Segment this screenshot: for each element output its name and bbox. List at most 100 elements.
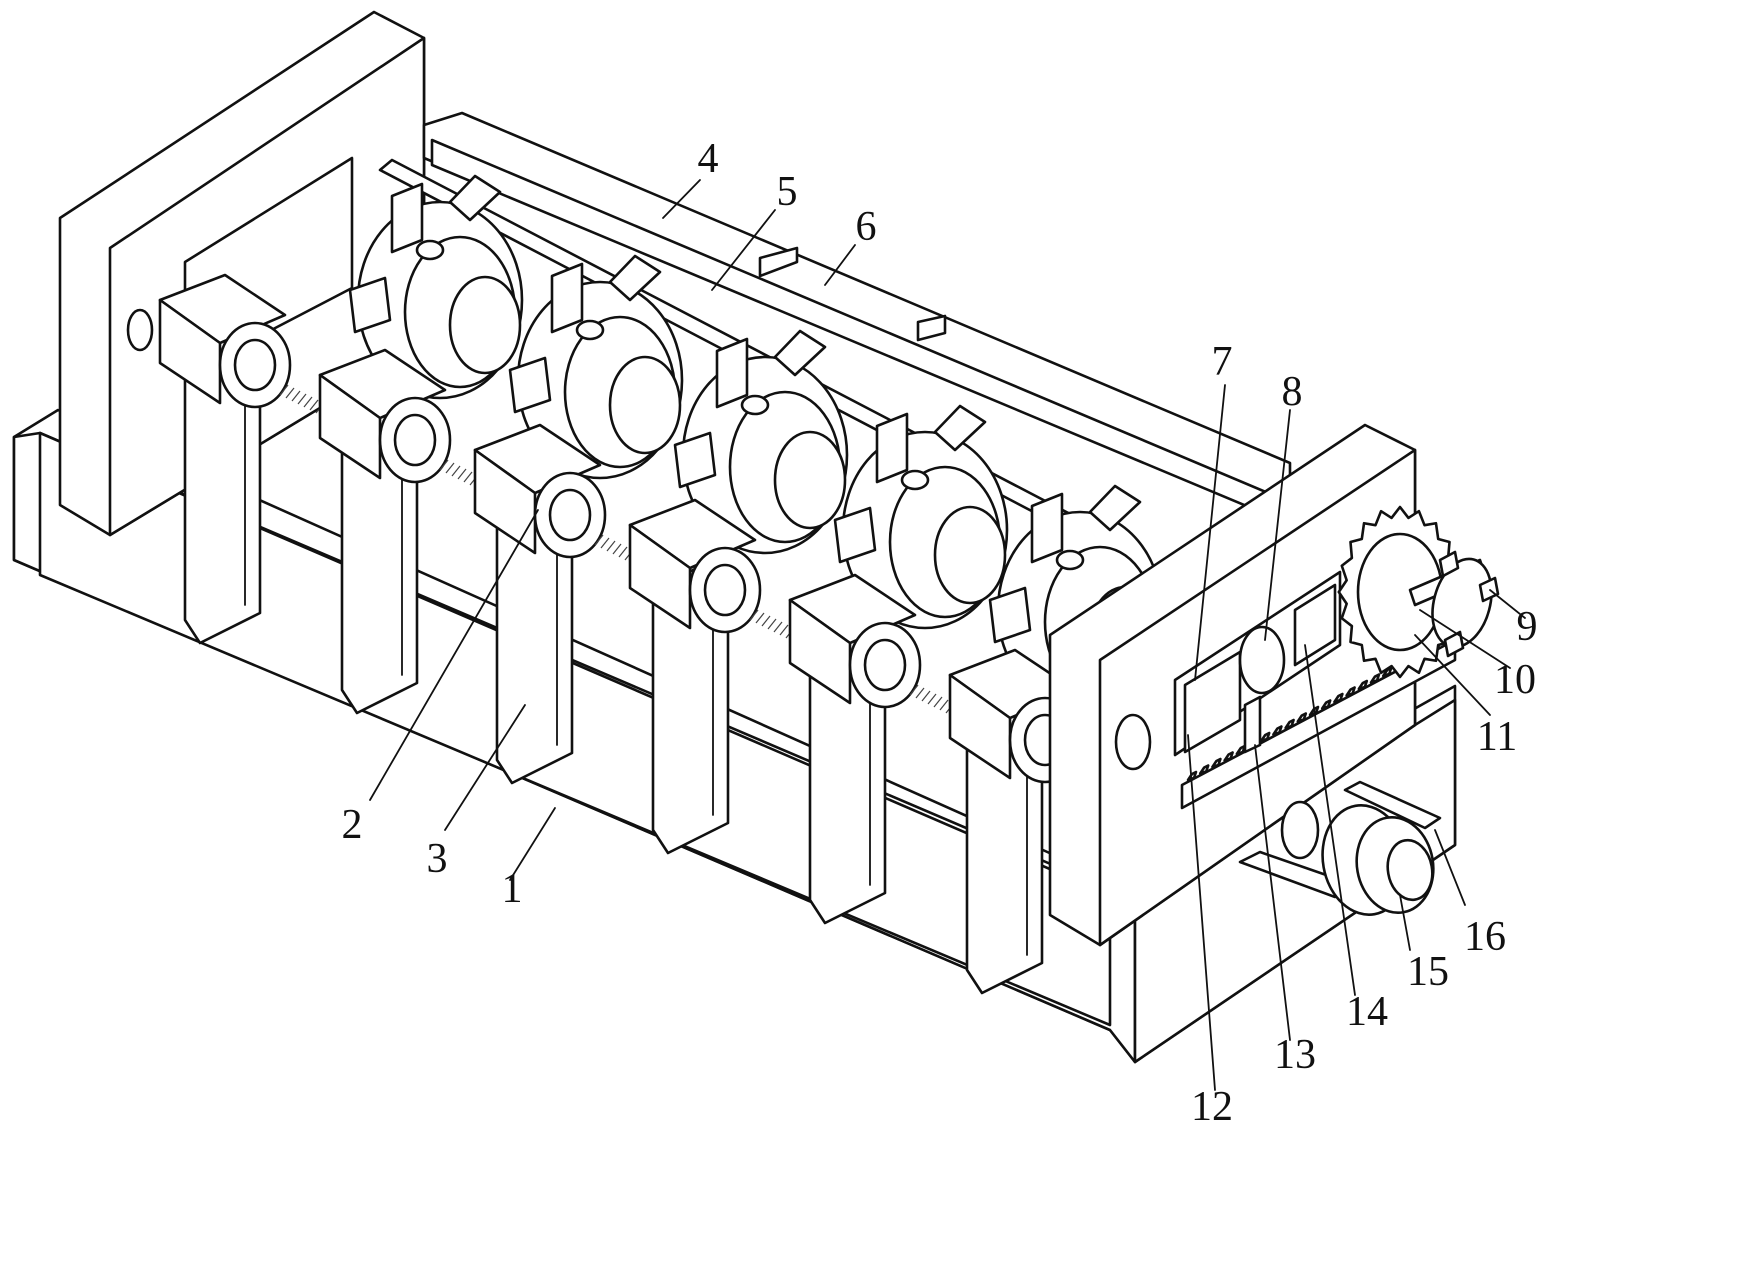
screw-thread [463,471,473,483]
rack-tooth [1320,699,1332,710]
leader-line [711,209,776,291]
motor-bracket-upper [1343,780,1442,830]
reference-numeral-7: 7 [1212,339,1233,385]
crank-pin-bottom [1443,630,1465,658]
nut [900,469,930,491]
blade-block [550,262,584,334]
roller-shaft [126,273,1082,784]
rack-tooth [1211,757,1222,769]
blade-cube [348,276,392,334]
leader-line [1187,734,1216,1091]
leader-line [1304,644,1356,996]
screw-thread [445,462,455,474]
screw-thread [612,543,622,555]
cutter-disc [833,404,1009,630]
roller-bore [703,563,747,617]
screw-thread [457,468,467,480]
rack-tooth [1357,679,1369,691]
screw-thread [779,624,789,636]
screw-thread [755,612,765,624]
roller-8 [1238,625,1286,695]
shaft-end-cap [126,308,154,352]
screw-thread [439,459,449,471]
cover-4 [758,246,799,278]
motor-15-16 [1238,780,1442,916]
screw-thread [939,699,949,711]
reference-numeral-5: 5 [777,169,798,215]
reference-numeral-3: 3 [427,836,448,882]
leader-line [1399,894,1411,951]
reference-numeral-9: 9 [1517,604,1538,650]
roller [788,573,961,717]
blade-cube [988,586,1032,644]
blade-block [390,182,424,254]
roller [158,273,331,417]
nut [1055,549,1085,571]
blade-wing [773,329,827,377]
support-legs [183,348,1044,995]
screw-thread [309,399,319,411]
nut [415,239,445,261]
leader-line [1414,634,1491,716]
leader-line [444,704,526,831]
screw-thread [909,684,919,696]
roller [628,498,801,642]
reference-numeral-8: 8 [1282,369,1303,415]
screw-thread [921,690,931,702]
screw-thread [749,609,759,621]
blade-cube [833,506,877,564]
cutter-disc [348,174,524,400]
blade-cube [673,431,717,489]
screw-thread [618,546,628,558]
screw-thread [451,465,461,477]
nut [575,319,605,341]
rack-tooth [1345,686,1356,697]
leader-line [1264,409,1291,641]
roller-bore [863,638,907,692]
blade-cube [508,356,552,414]
screw-thread [761,615,771,627]
gear-11 [1337,505,1463,679]
rack-tooth [1369,673,1381,684]
leader-line [1194,384,1226,681]
screw-thread [933,696,943,708]
reference-numeral-11: 11 [1477,714,1517,760]
cutter-hub [773,430,847,530]
screw-thread [927,693,937,705]
screw-thread [297,393,307,405]
screw-thread [773,621,783,633]
screw-thread [594,534,604,546]
blade-wing [1088,484,1142,532]
roller-bore [393,413,437,467]
screw-thread [600,537,610,549]
blade-block [1030,492,1064,564]
screw-thread [606,540,616,552]
crank-pin-top [1438,550,1460,578]
screw-thread [303,396,313,408]
roller-bore [233,338,277,392]
connector-13 [1243,695,1262,754]
right-plate-hole [1114,713,1152,771]
roller [318,348,491,492]
reference-numeral-16: 16 [1464,914,1506,960]
rack-tooth [1381,666,1393,678]
reference-numeral-2: 2 [342,802,363,848]
leader-line [1434,829,1466,906]
roller-body [948,673,1012,780]
crank-9-10 [1408,550,1500,658]
rack-tooth [1198,764,1210,775]
leader-line [369,509,539,801]
roller [473,423,646,567]
cover-6-joint [916,314,947,342]
screw-thread [915,687,925,699]
cutter-hub [933,505,1007,605]
leader-line [824,244,856,286]
roller-body [788,598,852,705]
motor-coupling [1280,800,1320,860]
leader-line [662,179,701,219]
rack-tooth [1259,731,1271,743]
reference-numeral-4: 4 [698,136,719,182]
reference-numeral-14: 14 [1346,989,1388,1035]
